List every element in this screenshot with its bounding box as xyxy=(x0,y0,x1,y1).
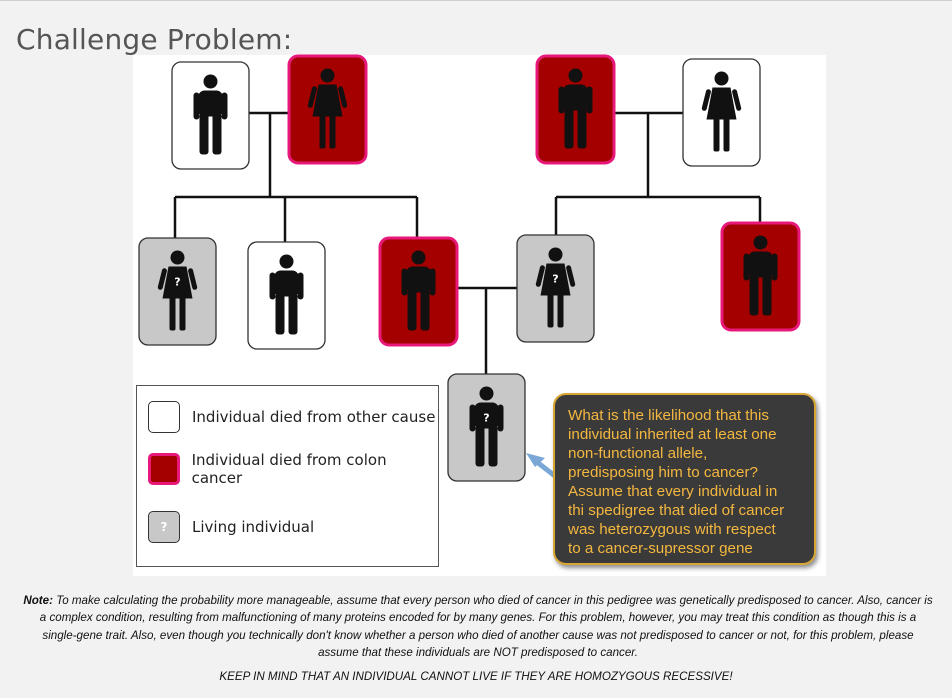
question-line: thi spedigree that died of cancer xyxy=(568,502,785,519)
legend-item-died-cancer: Individual died from colon cancer xyxy=(148,451,438,487)
question-line: What is the likelihood that this xyxy=(568,407,769,424)
individual-gen1-left-female xyxy=(287,54,368,165)
question-callout: What is the likelihood that this individu… xyxy=(553,393,816,565)
legend-swatch xyxy=(148,401,180,433)
note-text: To make calculating the probability more… xyxy=(39,594,933,659)
individual-gen1-right-male xyxy=(535,54,616,165)
individual-gen2-female-4: ? xyxy=(516,234,595,343)
unknown-mark: ? xyxy=(483,412,489,425)
individual-gen2-female-1: ? xyxy=(138,237,217,346)
legend-label: Individual died from other cause xyxy=(192,408,436,426)
question-line: to a cancer-supressor gene xyxy=(568,540,753,557)
legend-swatch: ? xyxy=(148,511,180,543)
individual-gen1-left-male xyxy=(171,61,250,170)
pedigree-individuals: ??? xyxy=(138,54,801,482)
individual-gen2-male-2 xyxy=(247,241,326,350)
pedigree-connector-lines xyxy=(173,111,762,374)
legend-label: Individual died from colon cancer xyxy=(191,451,387,487)
individual-gen1-right-female xyxy=(682,58,761,167)
question-line: was heterozygous with respect xyxy=(568,521,776,538)
note-paragraph: Note: To make calculating the probabilit… xyxy=(22,592,934,661)
legend-item-died-other: Individual died from other cause xyxy=(148,399,435,435)
legend-swatch xyxy=(148,453,180,485)
reminder-text: KEEP IN MIND THAT AN INDIVIDUAL CANNOT L… xyxy=(219,670,733,683)
pointer-arrow xyxy=(526,453,558,479)
legend-label: Living individual xyxy=(192,518,315,536)
page-title: Challenge Problem: xyxy=(16,22,293,56)
individual-gen2-male-3 xyxy=(378,236,459,347)
unknown-mark: ? xyxy=(174,276,180,289)
individual-gen3-male: ? xyxy=(447,373,526,482)
unknown-mark: ? xyxy=(552,273,558,286)
note-label: Note: xyxy=(23,594,53,607)
question-line: non-functional allele, xyxy=(568,445,708,462)
question-text: What is the likelihood that this individu… xyxy=(568,406,808,558)
question-line: Assume that every individual in xyxy=(568,483,778,500)
question-line: predisposing him to cancer? xyxy=(568,464,758,481)
individual-gen2-male-5 xyxy=(720,221,801,332)
top-divider xyxy=(0,0,952,1)
question-line: individual inherited at least one xyxy=(568,426,777,443)
legend-item-living: ? Living individual xyxy=(148,509,314,545)
